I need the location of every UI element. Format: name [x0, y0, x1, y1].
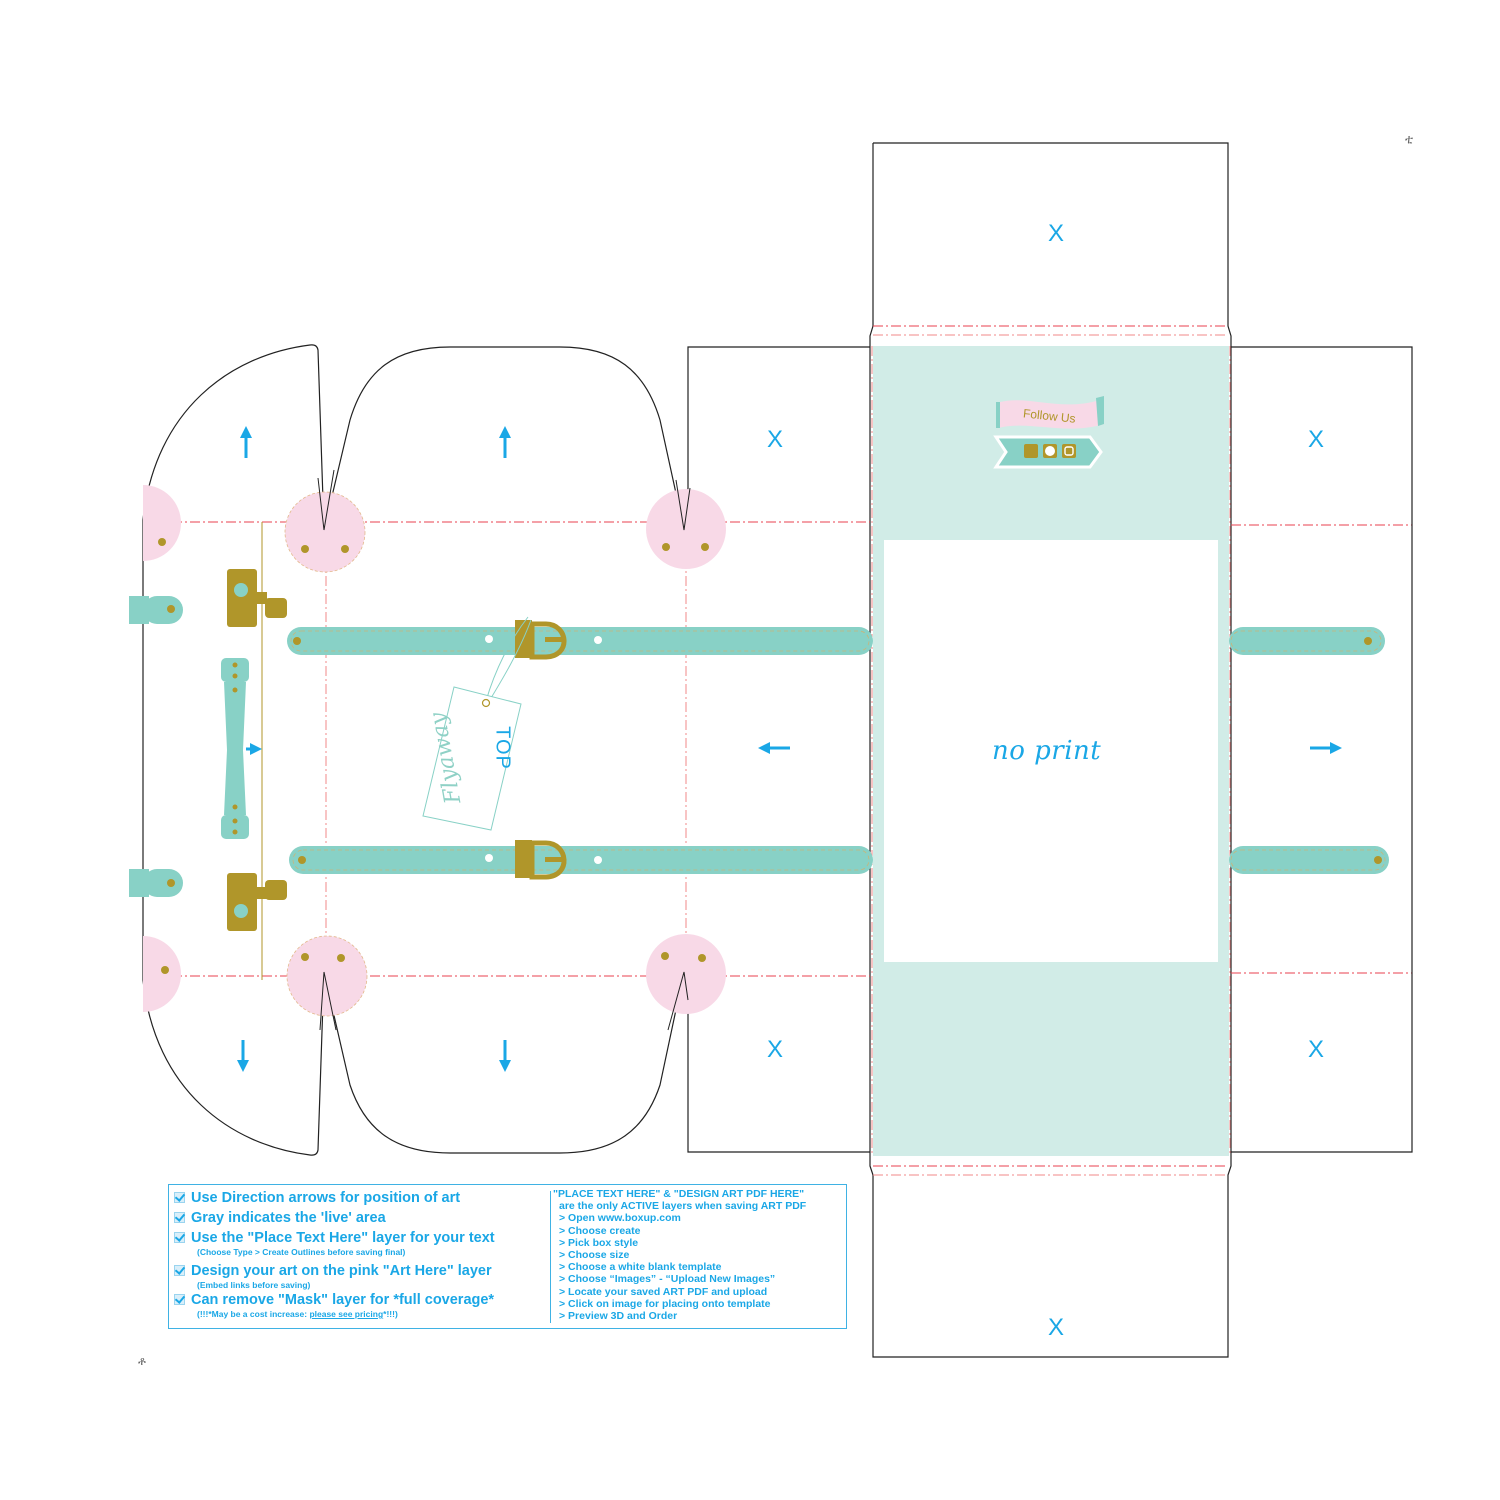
step-item: > Choose size [559, 1249, 630, 1262]
step-item: > Pick box style [559, 1236, 639, 1249]
registration-mark-top-right: ቲ [1405, 132, 1414, 146]
step-item: > Locate your saved ART PDF and upload [559, 1285, 768, 1298]
handle [221, 658, 249, 839]
left-lower-x-marker: X [766, 1036, 784, 1063]
no-print-label: no print [992, 736, 1102, 766]
checklist: Use Direction arrows for position of art… [173, 1188, 551, 1319]
checklist-note: (Choose Type > Create Outlines before sa… [197, 1247, 406, 1257]
right-upper-x-marker: X [1307, 426, 1325, 453]
checklist-item: Use the "Place Text Here" layer for your… [173, 1228, 551, 1248]
buckles [515, 620, 567, 880]
pink-rivets [143, 469, 726, 1031]
checklist-item: Design your art on the pink "Art Here" l… [173, 1261, 551, 1281]
checkbox-checked-icon [174, 1212, 185, 1223]
right-side-panel [1231, 346, 1413, 1153]
checklist-note: (!!!*May be a cost increase: please see … [197, 1309, 398, 1319]
left-flap [687, 346, 870, 1153]
pricing-link[interactable]: please see pricing [309, 1309, 384, 1319]
registration-mark-bottom-left: ቶ [138, 1354, 146, 1368]
divider [550, 1191, 551, 1323]
top-flap [869, 142, 1232, 346]
direction-arrows [237, 426, 1342, 1072]
checkbox-checked-icon [174, 1232, 185, 1243]
step-item: > Open www.boxup.com [559, 1212, 681, 1225]
instagram-icon [1062, 444, 1076, 458]
step-item: > Click on image for placing onto templa… [559, 1297, 771, 1310]
follow-us-banner [993, 396, 1104, 469]
checkbox-checked-icon [174, 1192, 185, 1203]
checklist-item: Can remove "Mask" layer for *full covera… [173, 1290, 551, 1310]
instructions-box: Use Direction arrows for position of art… [168, 1184, 847, 1329]
checklist-item: Use Direction arrows for position of art [173, 1188, 551, 1208]
steps-list: "PLACE TEXT HERE" & "DESIGN ART PDF HERE… [553, 1188, 843, 1322]
checklist-note: (Embed links before saving) [197, 1280, 311, 1290]
step-item: > Choose a white blank template [559, 1261, 722, 1274]
step-item: > Preview 3D and Order [559, 1310, 678, 1323]
right-lower-x-marker: X [1307, 1036, 1325, 1063]
side-panel-outline [142, 344, 325, 1156]
top-flap-x-marker: X [1047, 220, 1065, 247]
step-item: > Choose create [559, 1224, 641, 1237]
facebook-icon [1024, 444, 1038, 458]
checkbox-checked-icon [174, 1294, 185, 1305]
hang-tag [422, 616, 532, 831]
bottom-flap [869, 1156, 1232, 1358]
steps-title: "PLACE TEXT HERE" & "DESIGN ART PDF HERE… [553, 1188, 805, 1200]
left-upper-x-marker: X [766, 426, 784, 453]
bottom-flap-x-marker: X [1047, 1314, 1065, 1341]
latches [227, 522, 287, 980]
no-print-window [884, 540, 1218, 962]
checkbox-checked-icon [174, 1265, 185, 1276]
top-label: TOP [491, 726, 514, 770]
straps [129, 596, 1389, 897]
checklist-item: Gray indicates the 'live' area [173, 1208, 551, 1228]
step-item: > Choose “Images” - “Upload New Images” [559, 1273, 776, 1286]
steps-subtitle: are the only ACTIVE layers when saving A… [559, 1200, 807, 1213]
center-panel [873, 346, 1229, 1156]
